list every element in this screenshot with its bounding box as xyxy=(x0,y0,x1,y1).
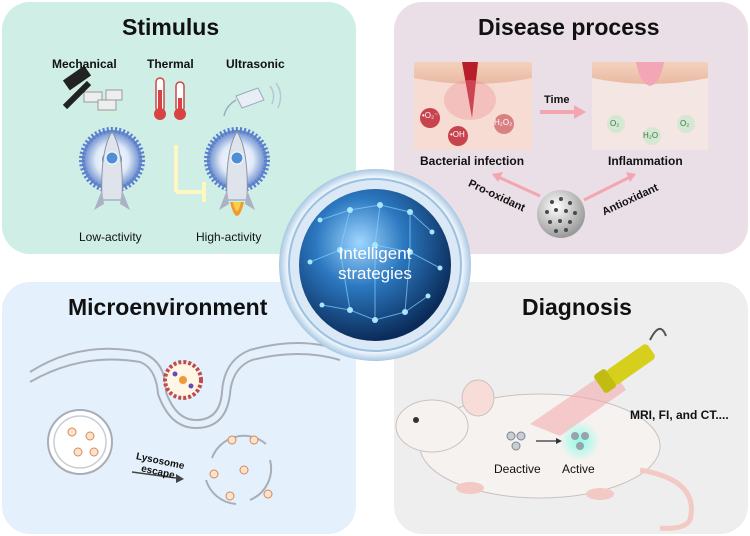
ultrasound-probe-icon xyxy=(223,82,282,117)
deactive-probe xyxy=(506,431,526,451)
time-label: Time xyxy=(544,94,570,106)
mechanical-label: Mechanical xyxy=(52,57,117,71)
diagnosis-title: Diagnosis xyxy=(522,294,632,320)
intelligent-strategies-sphere xyxy=(279,169,471,361)
ruptured-lysosome xyxy=(205,434,273,505)
lysosome-vesicle xyxy=(47,409,113,475)
time-arrow xyxy=(540,105,586,119)
inflammation-label: Inflammation xyxy=(608,154,683,168)
antioxidant-arrow xyxy=(583,172,636,202)
active-label: Active xyxy=(562,462,595,476)
disease-process-title: Disease process xyxy=(478,14,660,40)
mouse-illustration xyxy=(395,379,694,531)
inhibition-arrow xyxy=(174,145,206,202)
inflamed-skin-illustration xyxy=(592,62,708,150)
oxygen-label-left: O₂ xyxy=(610,119,620,128)
escape-arrow xyxy=(131,471,184,483)
released-nanoparticles xyxy=(209,435,273,501)
low-activity-label: Low-activity xyxy=(79,230,142,244)
rocket-nanoparticle-low xyxy=(79,127,145,210)
microenvironment-title: Microenvironment xyxy=(68,294,268,320)
deactive-label: Deactive xyxy=(494,462,541,476)
nanoparticle-endocytosis xyxy=(163,360,203,400)
nanozyme-ball xyxy=(537,190,585,238)
hammer-icon xyxy=(62,65,123,111)
water-label: H₂O xyxy=(643,131,659,140)
superoxide-label: •O₂⁻ xyxy=(422,111,439,120)
thermal-label: Thermal xyxy=(147,57,194,71)
ultrasonic-label: Ultrasonic xyxy=(226,57,285,71)
active-probe xyxy=(560,421,600,461)
hydroxyl-label: •OH xyxy=(450,130,465,139)
infected-skin-illustration xyxy=(414,62,532,150)
imaging-modalities-label: MRI, FI, and CT.... xyxy=(630,408,729,422)
flashlight-icon xyxy=(530,328,667,436)
pro-oxidant-arrow xyxy=(492,172,541,198)
oxygen-label-right: O₂ xyxy=(680,119,690,128)
cell-membrane xyxy=(29,342,341,430)
high-activity-label: High-activity xyxy=(196,230,262,244)
microenvironment-panel xyxy=(2,282,356,534)
center-title: Intelligent strategies xyxy=(338,244,412,283)
rocket-nanoparticle-high xyxy=(204,127,270,216)
activation-arrow xyxy=(536,438,562,444)
bacterial-infection-label: Bacterial infection xyxy=(420,154,525,168)
stimulus-title: Stimulus xyxy=(122,14,220,40)
thermometer-icon xyxy=(154,77,186,120)
hydrogen-peroxide-label: H₂O₂ xyxy=(494,118,513,127)
